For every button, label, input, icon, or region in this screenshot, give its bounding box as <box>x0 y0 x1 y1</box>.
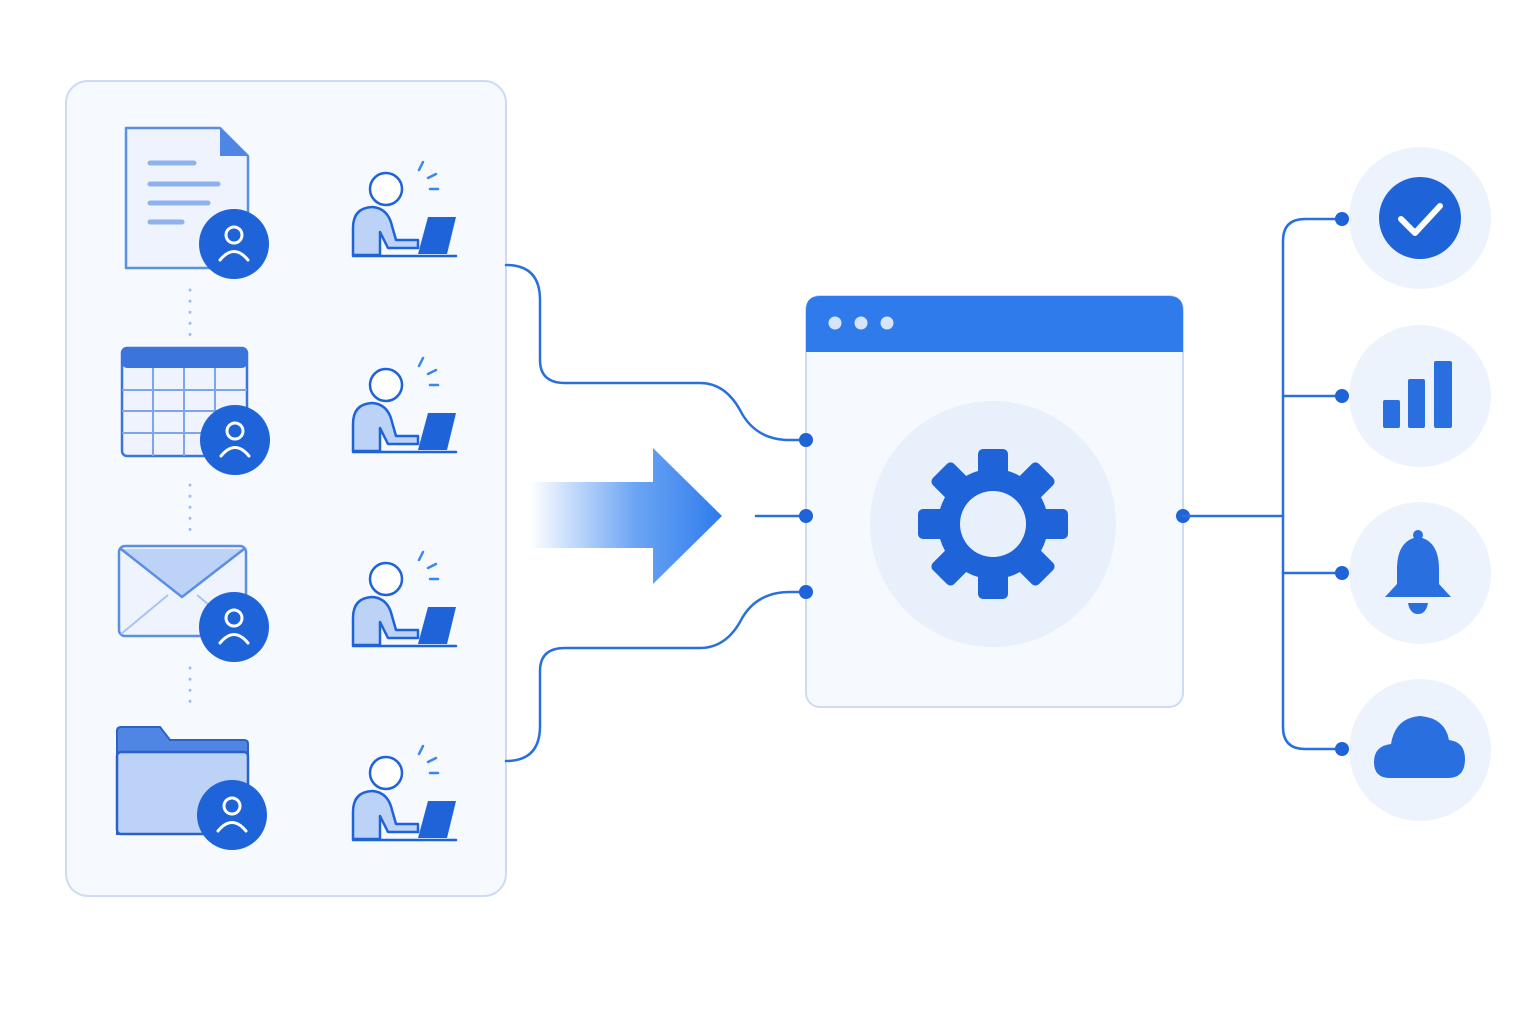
input-panel <box>65 80 507 897</box>
workers <box>351 160 458 842</box>
bell-icon <box>1385 530 1451 614</box>
output-connectors <box>1181 217 1343 751</box>
bar-chart-icon <box>1383 361 1452 428</box>
arrow-right-icon <box>530 448 722 584</box>
user-badge-icon <box>200 405 270 475</box>
user-badge-icon <box>199 592 269 662</box>
input-connectors <box>504 263 808 763</box>
person-laptop-icon <box>351 550 458 648</box>
person-laptop-icon <box>351 160 458 258</box>
user-badge-icon <box>199 209 269 279</box>
checkmark-icon <box>1379 177 1461 259</box>
output-ports <box>1335 212 1349 756</box>
cloud-icon <box>1374 716 1465 778</box>
person-laptop-icon <box>351 744 458 842</box>
person-laptop-icon <box>351 356 458 454</box>
gear-icon <box>918 449 1068 599</box>
user-badge-icon <box>197 780 267 850</box>
